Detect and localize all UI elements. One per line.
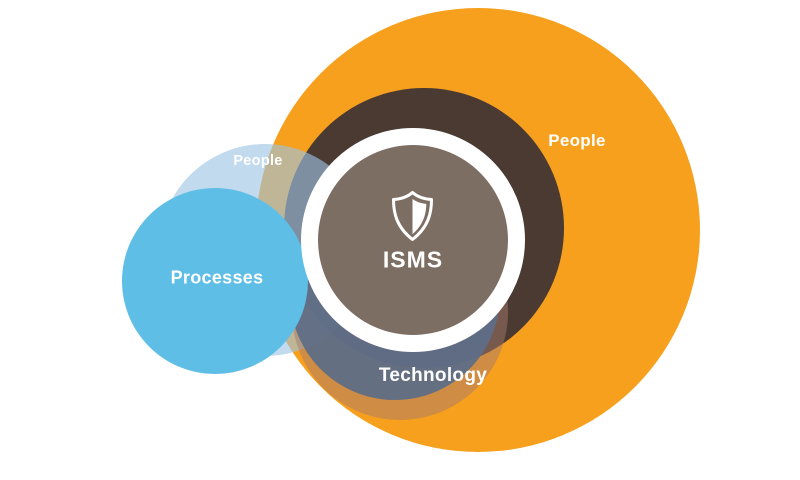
people-inner-label: People bbox=[233, 153, 283, 169]
shield-icon bbox=[392, 191, 433, 241]
technology-label: Technology bbox=[378, 365, 488, 386]
isms-center-label: ISMS bbox=[382, 246, 444, 273]
processes-circle bbox=[122, 188, 308, 374]
people-outer-label: People bbox=[548, 131, 606, 150]
processes-label: Processes bbox=[170, 267, 264, 288]
